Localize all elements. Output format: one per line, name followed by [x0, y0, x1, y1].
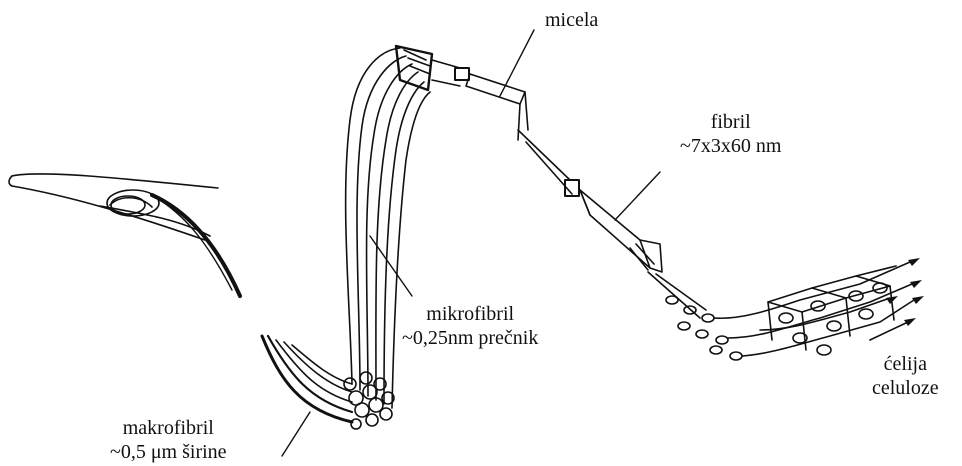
label-celija-line1: ćelija [872, 352, 939, 376]
label-micela-text: micela [545, 8, 598, 32]
label-fibril: fibril ~7x3x60 nm [680, 110, 781, 158]
macrofibril-bundle [262, 336, 394, 429]
label-makrofibril-name: makrofibril [110, 416, 227, 440]
leader-lines [282, 30, 660, 456]
leader-micela [500, 30, 534, 96]
label-mikrofibril-size: ~0,25nm prečnik [402, 326, 538, 350]
wood-fiber-sketch [9, 174, 240, 296]
label-fibril-name: fibril [680, 110, 781, 134]
fibril-block [580, 190, 706, 318]
label-makrofibril-size: ~0,5 μm širine [110, 440, 227, 464]
leader-fibril [615, 172, 660, 220]
label-makrofibril: makrofibril ~0,5 μm širine [110, 416, 227, 464]
label-micela: micela [545, 8, 598, 32]
leader-makrofibril [282, 412, 310, 456]
micelle-segment [466, 74, 579, 196]
microfibril-strands [346, 46, 469, 408]
label-celija: ćelija celuloze [872, 352, 939, 400]
label-fibril-size: ~7x3x60 nm [680, 134, 781, 158]
label-celija-line2: celuloze [872, 376, 939, 400]
label-mikrofibril: mikrofibril ~0,25nm prečnik [402, 302, 538, 350]
label-mikrofibril-name: mikrofibril [402, 302, 538, 326]
cellulose-chains [666, 262, 914, 360]
